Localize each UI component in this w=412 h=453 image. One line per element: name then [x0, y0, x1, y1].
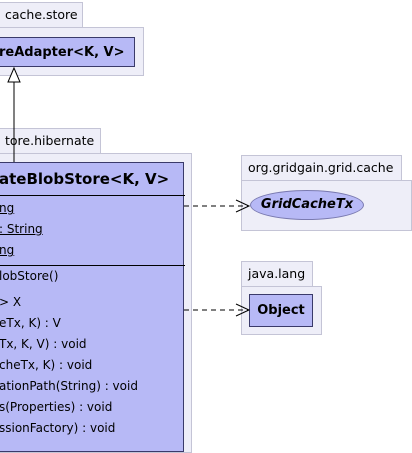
attribute: : String	[0, 222, 43, 236]
package-label: tore.hibernate	[5, 133, 95, 148]
dependency-arrowhead-gridcachetx	[235, 199, 251, 213]
operation: cheTx, K) : void	[0, 358, 93, 372]
operation-separator	[0, 265, 185, 266]
class-name: Object	[257, 303, 305, 318]
package-label: org.gridgain.grid.cache	[248, 160, 394, 175]
class-object: Object	[249, 294, 313, 327]
package-tab-store-hibernate: tore.hibernate	[0, 128, 101, 154]
package-label: java.lang	[248, 266, 306, 281]
attribute: ng	[0, 201, 15, 215]
operation: ationPath(String) : void	[0, 379, 138, 393]
operation: eTx, K) : V	[0, 316, 61, 330]
class-grid-cache-tx: GridCacheTx	[250, 190, 364, 220]
package-tab-java-lang: java.lang	[241, 261, 313, 287]
package-tab-cache-store: cache.store	[0, 2, 83, 28]
class-name: reAdapter<K, V>	[0, 45, 125, 60]
operation: ssionFactory) : void	[0, 421, 116, 435]
operation: s(Properties) : void	[0, 400, 113, 414]
attribute-separator	[0, 195, 185, 196]
class-name: GridCacheTx	[260, 197, 354, 212]
operation: > X	[0, 295, 22, 309]
generalization-arrowhead	[7, 66, 21, 83]
operation: lobStore()	[0, 269, 59, 283]
class-adapter: reAdapter<K, V>	[0, 37, 135, 67]
class-name: ateBlobStore<K, V>	[0, 170, 170, 188]
package-label: cache.store	[5, 7, 78, 22]
package-tab-gridgain-cache: org.gridgain.grid.cache	[241, 155, 402, 181]
attribute: ng	[0, 243, 15, 257]
operation: Tx, K, V) : void	[0, 337, 87, 351]
class-blob-store: ateBlobStore<K, V> ng : String ng lobSto…	[0, 162, 185, 452]
dependency-arrowhead-object	[235, 303, 251, 317]
